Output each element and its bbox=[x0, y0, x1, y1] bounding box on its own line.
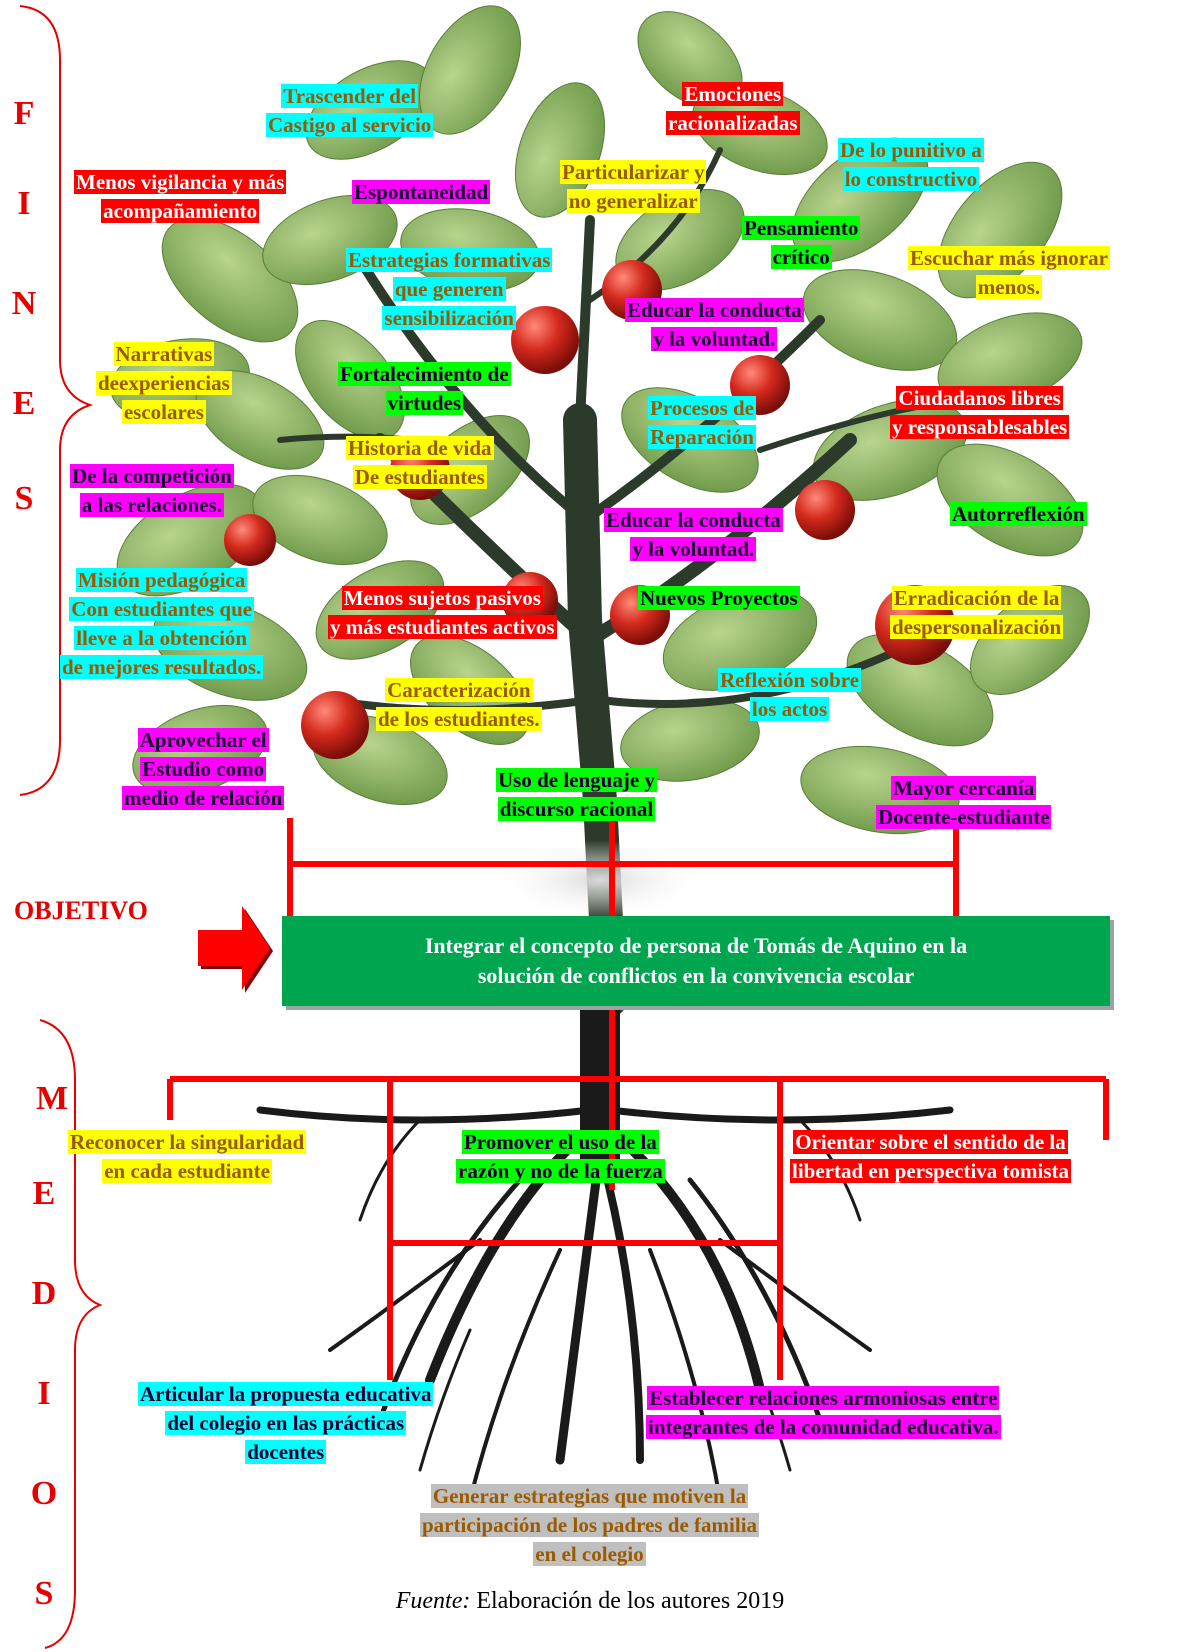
source-caption: Fuente: Elaboración de los autores 2019 bbox=[395, 1588, 785, 1614]
fines-letter: N bbox=[11, 285, 37, 322]
fin-label: Espontaneidad bbox=[352, 180, 491, 204]
medios-letter: S bbox=[34, 1575, 54, 1612]
medios-letter: E bbox=[32, 1175, 56, 1212]
medios-letter: D bbox=[31, 1275, 57, 1312]
medios-letter: O bbox=[30, 1475, 58, 1512]
fin-label: Nuevos Proyectos bbox=[638, 586, 800, 610]
medios-letter: M bbox=[35, 1080, 69, 1117]
fines-letter: E bbox=[12, 385, 36, 422]
fin-label: Autorreflexión bbox=[950, 502, 1087, 526]
fines-letter: S bbox=[14, 480, 34, 517]
fines-letter: F bbox=[13, 95, 35, 132]
connector-lines-bottom bbox=[167, 1006, 1109, 1380]
connector-lines-top bbox=[287, 818, 959, 916]
medios-brace bbox=[39, 1019, 103, 1649]
fines-letter: I bbox=[17, 185, 31, 222]
fines-brace bbox=[19, 5, 94, 796]
medios-letter: I bbox=[37, 1375, 51, 1412]
objective-arrow bbox=[198, 906, 273, 993]
objective-text-line: Integrar el concepto de persona de Tomás… bbox=[424, 933, 968, 958]
objective-label: OBJETIVO bbox=[14, 896, 148, 925]
objective-box: Integrar el concepto de persona de Tomás… bbox=[282, 916, 1110, 1006]
objective-text-line: solución de conflictos en la convivencia… bbox=[477, 963, 915, 988]
